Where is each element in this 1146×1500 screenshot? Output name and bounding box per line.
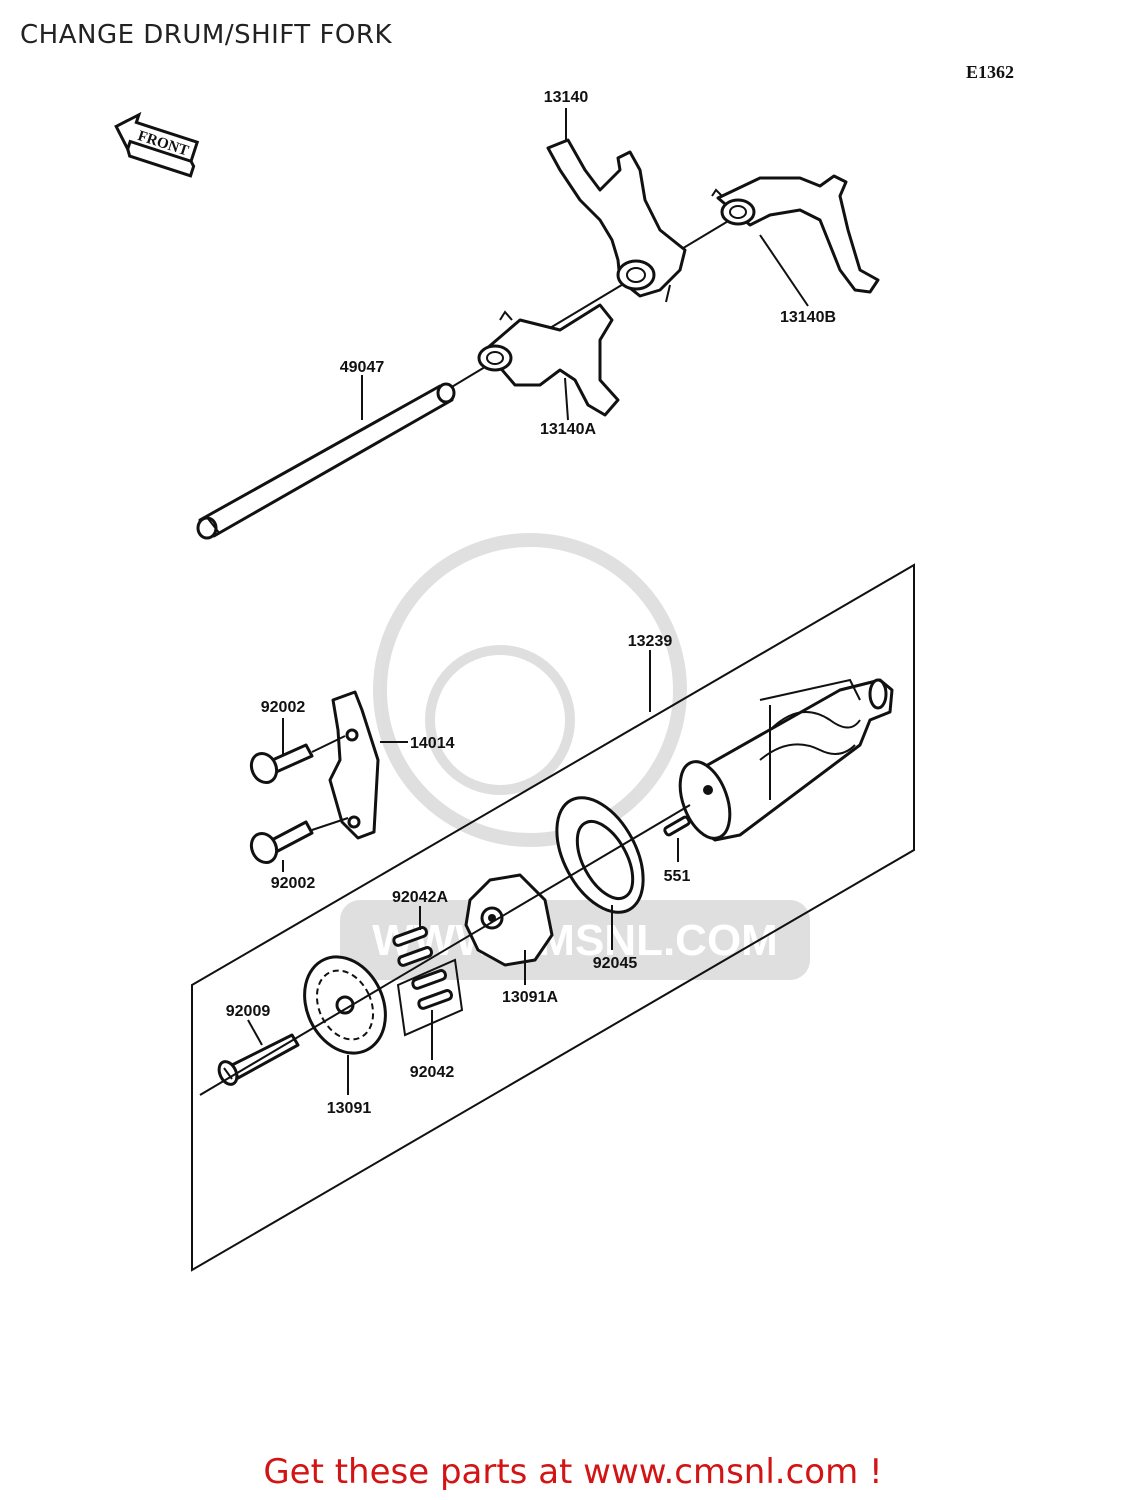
watermark-text: WWW.CMSNL.COM (372, 916, 778, 965)
label-92042: 92042 (410, 1064, 455, 1081)
holder-plate-14014 (328, 690, 380, 840)
bearing-92045 (555, 796, 645, 914)
watermark-logo: WWW.CMSNL.COM (340, 533, 810, 980)
label-14014: 14014 (410, 735, 455, 752)
bolt-92002-top (249, 743, 314, 785)
diagram-id: E1362 (966, 62, 1015, 82)
pins-92042 (396, 958, 464, 1037)
shift-fork-13140 (546, 138, 687, 303)
assembly-frame (191, 563, 915, 1272)
label-92042A: 92042A (392, 889, 448, 906)
pins-92042A (392, 926, 434, 967)
label-13140B: 13140B (780, 309, 836, 326)
pin-551 (663, 815, 691, 837)
label-92009: 92009 (226, 1003, 271, 1020)
shift-fork-13140B (711, 174, 880, 294)
label-13091: 13091 (327, 1100, 372, 1117)
shift-fork-shaft (196, 382, 456, 540)
label-92002-top: 92002 (261, 699, 306, 716)
pin-holder-13091A (464, 873, 554, 967)
shift-fork-13140A (477, 303, 620, 417)
change-drum (678, 678, 894, 842)
label-13140: 13140 (544, 89, 589, 106)
label-92002-bottom: 92002 (271, 875, 316, 892)
label-13091A: 13091A (502, 989, 558, 1006)
label-49047: 49047 (340, 359, 385, 376)
label-13140A: 13140A (540, 421, 596, 438)
label-13239: 13239 (628, 633, 673, 650)
label-92045: 92045 (593, 955, 638, 972)
label-551: 551 (664, 868, 691, 885)
page-title: CHANGE DRUM/SHIFT FORK (20, 20, 392, 50)
exploded-parts-diagram: WWW.CMSNL.COM FRONT 1314 (114, 89, 915, 1272)
front-arrow-icon: FRONT (114, 111, 200, 178)
bolt-92002-bottom (249, 820, 314, 865)
footer-link-text[interactable]: Get these parts at www.cmsnl.com ! (263, 1452, 883, 1492)
